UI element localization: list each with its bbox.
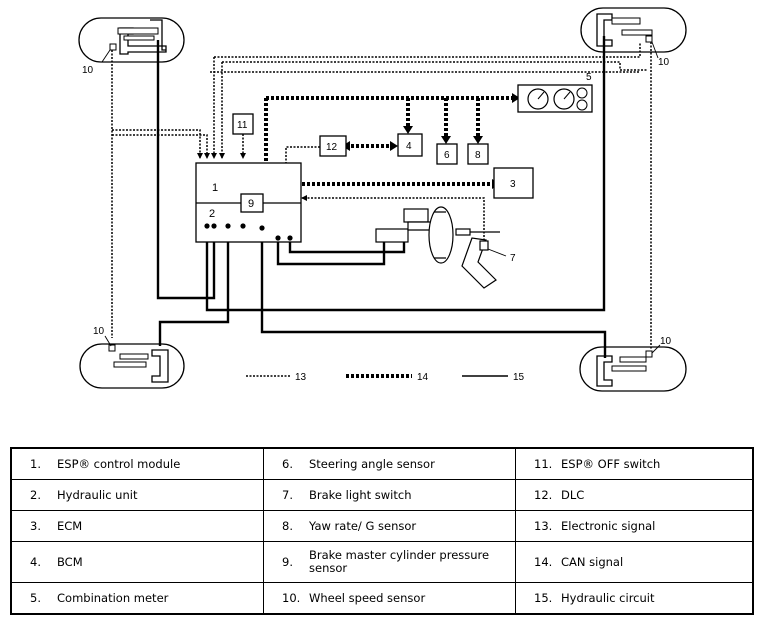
electronic-signal-key-number: 13 <box>295 372 307 383</box>
legend-number: 10. <box>282 590 301 605</box>
legend-number: 13. <box>534 518 553 533</box>
brake-light-switch-icon <box>479 240 489 251</box>
bcm-number: 4 <box>406 141 412 152</box>
legend-number: 3. <box>30 518 41 533</box>
legend-label: Steering angle sensor <box>309 456 435 471</box>
legend-label: Electronic signal <box>561 518 656 533</box>
ecm-box: 3 <box>493 167 534 199</box>
wheel-signal-line-top <box>214 42 641 58</box>
brake-pedal-assembly-icon <box>375 206 500 289</box>
esp-module-number: 1 <box>212 182 218 194</box>
legend-label: Hydraulic unit <box>57 487 138 502</box>
legend-cell: 6. Steering angle sensor <box>263 447 516 480</box>
legend-cell: 5. Combination meter <box>10 582 264 615</box>
hydraulic-circuit-lines <box>156 36 607 358</box>
legend-cell: 8. Yaw rate/ G sensor <box>263 510 516 542</box>
legend-cell: 9. Brake master cylinder pressure sensor <box>263 541 516 583</box>
esp-off-switch-number: 11 <box>237 120 248 131</box>
wheel-sensor-fl-callout: 10 <box>82 65 94 76</box>
line-type-key: 13 14 15 <box>246 372 525 383</box>
brake-light-switch-callout: 7 <box>510 253 516 264</box>
legend-label: Wheel speed sensor <box>309 590 426 605</box>
pressure-sensor-number: 9 <box>248 198 254 210</box>
esp-off-switch-box: 11 <box>232 113 254 135</box>
esp-system-diagram: 1 2 9 11 12 4 6 8 3 <box>78 7 687 392</box>
legend-label: ESP® control module <box>57 456 181 471</box>
legend-label: Yaw rate/ G sensor <box>309 518 417 533</box>
legend-label: Brake light switch <box>309 487 412 502</box>
can-signal-key-number: 14 <box>417 372 429 383</box>
wheel-front-left <box>78 17 185 63</box>
legend-label: DLC <box>561 487 585 502</box>
legend-label: BCM <box>57 554 83 569</box>
legend-label: CAN signal <box>561 554 624 569</box>
wheel-sensor-rl-callout: 10 <box>93 326 105 337</box>
steering-angle-sensor-number: 6 <box>444 150 450 161</box>
legend-label: ECM <box>57 518 83 533</box>
legend-number: 14. <box>534 554 553 569</box>
legend-number: 9. <box>282 554 293 569</box>
legend-row: 4. BCM 9. Brake master cylinder pressure s… <box>10 541 754 583</box>
wheel-front-right <box>580 7 687 53</box>
legend-number: 1. <box>30 456 41 471</box>
legend-row: 1. ESP® control module 6. Steering angle s… <box>10 447 754 480</box>
wheel-sensor-rr-callout: 10 <box>660 336 672 347</box>
legend-cell: 14. CAN signal <box>515 541 754 583</box>
legend-number: 7. <box>282 487 293 502</box>
legend-label: Hydraulic circuit <box>561 590 655 605</box>
legend-row: 3. ECM 8. Yaw rate/ G sensor 13. Electronic… <box>10 510 754 542</box>
combination-meter-box: 5 <box>517 72 593 113</box>
legend-label: ESP® OFF switch <box>561 456 661 471</box>
wheel-rear-right <box>579 346 687 392</box>
legend-cell: 7. Brake light switch <box>263 479 516 511</box>
legend-number: 5. <box>30 590 41 605</box>
dlc-box: 12 <box>319 135 347 157</box>
legend-cell: 1. ESP® control module <box>10 447 264 480</box>
legend-number: 6. <box>282 456 293 471</box>
yaw-sensor-box: 8 <box>467 143 489 165</box>
legend-number: 4. <box>30 554 41 569</box>
hydraulic-unit-number: 2 <box>209 208 215 220</box>
legend-number: 12. <box>534 487 553 502</box>
fuel-gauge-icon <box>576 87 588 99</box>
temp-gauge-icon <box>576 99 588 111</box>
combination-meter-number: 5 <box>586 72 592 83</box>
legend-number: 11. <box>534 456 553 471</box>
legend-number: 8. <box>282 518 293 533</box>
legend-cell: 2. Hydraulic unit <box>10 479 264 511</box>
legend-cell: 11. ESP® OFF switch <box>515 447 754 480</box>
can-signal-lines <box>264 96 512 186</box>
legend-row: 5. Combination meter 10. Wheel speed senso… <box>10 582 754 615</box>
electronic-signal-lines <box>111 42 652 350</box>
legend-cell: 13. Electronic signal <box>515 510 754 542</box>
wheel-sensor-fr-callout: 10 <box>658 57 670 68</box>
legend-label: Combination meter <box>57 590 169 605</box>
legend-cell: 12. DLC <box>515 479 754 511</box>
component-legend-table: 1. ESP® control module 6. Steering angle s… <box>10 447 754 615</box>
callouts <box>101 41 661 354</box>
legend-cell: 15. Hydraulic circuit <box>515 582 754 615</box>
ecm-number: 3 <box>510 179 516 190</box>
legend-cell: 10. Wheel speed sensor <box>263 582 516 615</box>
esp-module-block: 1 2 9 <box>195 162 302 243</box>
wheel-rear-left <box>79 343 185 389</box>
steering-angle-sensor-box: 6 <box>436 143 458 165</box>
legend-cell: 3. ECM <box>10 510 264 542</box>
dlc-number: 12 <box>326 142 338 153</box>
legend-cell: 4. BCM <box>10 541 264 583</box>
legend-number: 15. <box>534 590 553 605</box>
legend-number: 2. <box>30 487 41 502</box>
wheel-signal-line-second <box>222 61 648 71</box>
legend-label: Brake master cylinder pressure sensor <box>309 548 490 575</box>
hydraulic-circuit-key-number: 15 <box>513 372 525 383</box>
bcm-box: 4 <box>397 133 423 157</box>
legend-row: 2. Hydraulic unit 7. Brake light switch 12… <box>10 479 754 511</box>
yaw-sensor-number: 8 <box>475 150 481 161</box>
